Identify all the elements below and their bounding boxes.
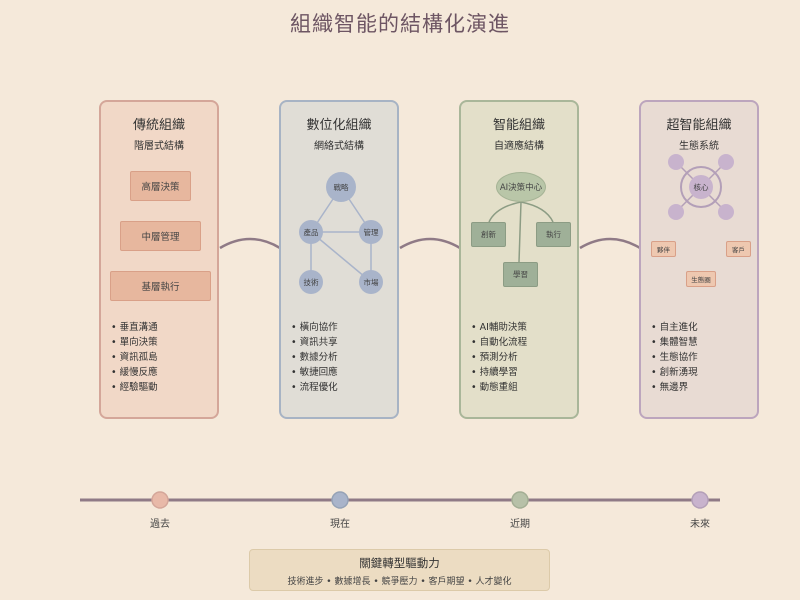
- node-execution: 執行: [536, 222, 571, 247]
- node-ecosystem: 生態圈: [686, 271, 716, 287]
- stage-super-intelligent: 超智能組織 生態系統 核心 夥伴 客戶 生態圈 自主進化 集體智慧 生態協作 創…: [639, 100, 759, 419]
- node-core: 核心: [689, 175, 713, 199]
- timeline-dot-future: [691, 491, 709, 509]
- satellite-node: [668, 154, 684, 170]
- transformation-drivers-box: 關鍵轉型驅動力 技術進步 • 數據增長 • 競爭壓力 • 客戶期望 • 人才變化: [249, 549, 550, 591]
- timeline-label-near: 近期: [510, 519, 530, 530]
- feature-item: 無邊界: [651, 380, 698, 395]
- node-top-management: 高層決策: [130, 171, 191, 201]
- stage-title: 超智能組織: [666, 118, 732, 133]
- node-management: 管理: [359, 220, 383, 244]
- feature-item: 緩慢反應: [111, 365, 158, 380]
- timeline-label-past: 過去: [150, 519, 170, 530]
- stage-traditional: 傳統組織 階層式結構 高層決策 中層管理 基層執行 垂直溝通 單向決策 資訊孤島…: [99, 100, 219, 419]
- node-strategy: 戰略: [326, 172, 356, 202]
- feature-item: 橫向協作: [291, 320, 338, 335]
- feature-item: 垂直溝通: [111, 320, 158, 335]
- feature-item: 預測分析: [471, 350, 527, 365]
- feature-list: AI輔助決策 自動化流程 預測分析 持續學習 動態重組: [471, 320, 528, 395]
- feature-item: 創新湧現: [651, 365, 698, 380]
- satellite-node: [718, 204, 734, 220]
- stage-subtitle: 自適應結構: [494, 141, 544, 152]
- node-market: 市場: [359, 270, 383, 294]
- timeline-dot-past: [151, 491, 169, 509]
- feature-item: 自主進化: [651, 320, 698, 335]
- connector-2-3: [399, 237, 461, 250]
- timeline-dot-present: [331, 491, 349, 509]
- page-title: 組織智能的結構化演進: [290, 12, 510, 36]
- stage-intelligent: 智能組織 自適應結構 AI決策中心 創新 執行 學習 AI輔助決策 自動化流程 …: [459, 100, 579, 419]
- node-frontline-execution: 基層執行: [110, 271, 211, 301]
- feature-item: 數據分析: [291, 350, 338, 365]
- node-partner: 夥伴: [651, 241, 676, 257]
- drivers-list: 技術進步 • 數據增長 • 競爭壓力 • 客戶期望 • 人才變化: [287, 577, 512, 587]
- feature-item: 單向決策: [111, 335, 158, 350]
- satellite-node: [718, 154, 734, 170]
- stage-title: 智能組織: [492, 118, 545, 133]
- satellite-node: [668, 204, 684, 220]
- node-product: 產品: [299, 220, 323, 244]
- timeline-label-present: 現在: [330, 519, 350, 530]
- node-ai-decision-center: AI決策中心: [496, 172, 546, 202]
- node-innovation: 創新: [471, 222, 506, 247]
- feature-item: 資訊共享: [291, 335, 338, 350]
- feature-item: 生態協作: [651, 350, 698, 365]
- timeline-dot-near: [511, 491, 529, 509]
- feature-item: 流程優化: [291, 380, 338, 395]
- feature-item: 集體智慧: [651, 335, 698, 350]
- feature-item: 自動化流程: [471, 335, 528, 350]
- feature-item: 經驗驅動: [111, 380, 158, 395]
- node-technology: 技術: [299, 270, 323, 294]
- node-middle-management: 中層管理: [120, 221, 201, 251]
- feature-item: 動態重組: [471, 380, 527, 395]
- stage-title: 傳統組織: [132, 118, 185, 133]
- stage-digital: 數位化組織 網絡式結構 戰略 產品 管理 技術 市場 橫向協作 資訊共享 數據分…: [279, 100, 399, 419]
- feature-item: 資訊孤島: [111, 350, 158, 365]
- stage-subtitle: 生態系統: [679, 141, 719, 152]
- feature-list: 垂直溝通 單向決策 資訊孤島 緩慢反應 經驗驅動: [111, 320, 158, 395]
- timeline-label-future: 未來: [690, 519, 710, 530]
- feature-item: 敏捷回應: [291, 365, 338, 380]
- connector-3-4: [579, 237, 641, 250]
- node-customer: 客戶: [726, 241, 751, 257]
- drivers-title: 關鍵轉型驅動力: [359, 556, 440, 570]
- feature-item: AI輔助決策: [471, 320, 527, 335]
- stage-title: 數位化組織: [306, 118, 372, 133]
- feature-item: 持續學習: [471, 365, 527, 380]
- feature-list: 自主進化 集體智慧 生態協作 創新湧現 無邊界: [651, 320, 698, 395]
- connector-1-2: [219, 237, 281, 250]
- stage-subtitle: 階層式結構: [134, 141, 184, 152]
- feature-list: 橫向協作 資訊共享 數據分析 敏捷回應 流程優化: [291, 320, 338, 395]
- stage-subtitle: 網絡式結構: [314, 141, 364, 152]
- node-learning: 學習: [503, 262, 538, 287]
